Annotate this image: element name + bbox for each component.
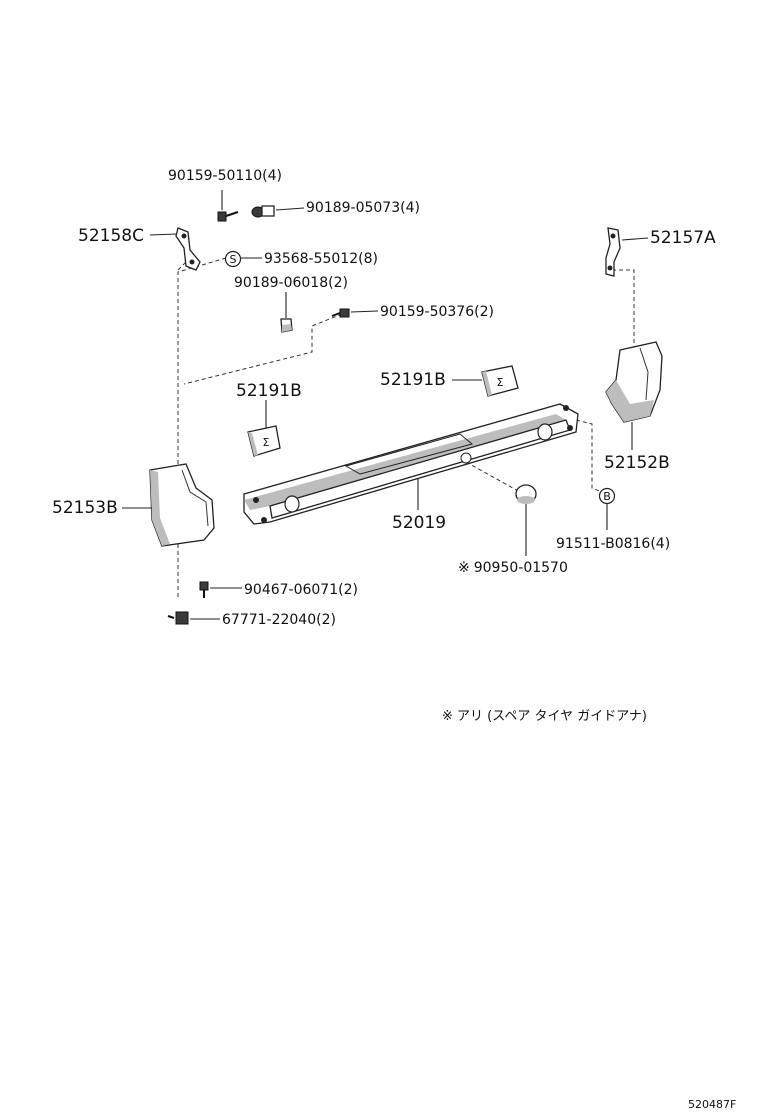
part-number-90159-50376: 90159-50376	[380, 304, 474, 320]
bracket-52158c	[175, 227, 201, 271]
part-number-52158c: 52158C	[78, 226, 144, 246]
pad-52191b-left: Σ	[247, 425, 281, 457]
grommet-icon	[515, 484, 537, 504]
drawing-id: 520487F	[688, 1098, 736, 1111]
part-number-93568-55012: 93568-55012	[264, 251, 358, 267]
part-number-52153b: 52153B	[52, 498, 118, 518]
svg-text:93568-55012(8): 93568-55012(8)	[264, 251, 378, 267]
bolt-icon	[217, 190, 239, 222]
marker-b: B	[603, 490, 611, 503]
part-number-52191b-left: 52191B	[236, 381, 302, 401]
part-number-90189-05073: 90189-05073	[306, 200, 400, 216]
pad-mark-left: Σ	[263, 436, 270, 449]
part-number-52191b-right: 52191B	[380, 370, 446, 390]
part-number-91511-b0816: 91511-B0816	[556, 536, 650, 552]
clip-67771-icon	[167, 611, 189, 625]
svg-text:90159-50376(2): 90159-50376(2)	[380, 304, 494, 320]
marker-s: S	[230, 253, 237, 266]
screw-90467-icon	[199, 581, 209, 598]
side-cover-52153b	[149, 463, 215, 547]
pad-mark-right: Σ	[497, 376, 504, 389]
part-qty-90467-06071: (2)	[338, 582, 358, 598]
part-number-90467-06071: 90467-06071	[244, 582, 338, 598]
side-cover-52152b	[605, 341, 663, 423]
part-number-90189-06018: 90189-06018	[234, 275, 328, 291]
part-number-52152b: 52152B	[604, 453, 670, 473]
part-number-52019: 52019	[392, 513, 446, 533]
part-labels: 90159-50110(4) 90189-05073(4) 52158C 935…	[52, 168, 716, 628]
svg-text:※90950-01570: ※90950-01570	[458, 560, 568, 576]
bracket-52157a	[605, 227, 621, 277]
part-qty-93568-55012: (8)	[358, 251, 378, 267]
bumper-reinforcement-52019	[243, 403, 579, 525]
part-qty-90159-50110: (4)	[262, 168, 282, 184]
part-qty-90159-50376: (2)	[474, 304, 494, 320]
svg-text:90189-06018(2): 90189-06018(2)	[234, 275, 348, 291]
footnote: ※ アリ (スペア タイヤ ガイドアナ)	[442, 709, 647, 724]
part-number-52157a: 52157A	[650, 228, 716, 248]
pad-52191b-right: Σ	[481, 365, 519, 397]
svg-text:90159-50110(4): 90159-50110(4)	[168, 168, 282, 184]
svg-text:67771-22040(2): 67771-22040(2)	[222, 612, 336, 628]
svg-text:91511-B0816(4): 91511-B0816(4)	[556, 536, 670, 552]
screw-icon	[331, 308, 350, 318]
part-qty-90189-05073: (4)	[400, 200, 420, 216]
svg-text:90467-06071(2): 90467-06071(2)	[244, 582, 358, 598]
part-qty-91511-b0816: (4)	[650, 536, 670, 552]
part-prefix-90950-01570: ※	[458, 560, 470, 576]
leader-lines	[122, 207, 649, 620]
fastener-b-marker: B	[598, 487, 616, 505]
nut-icon	[280, 318, 293, 333]
part-qty-90189-06018: (2)	[328, 275, 348, 291]
part-number-90950-01570: 90950-01570	[474, 560, 568, 576]
washer-s-marker: S	[224, 250, 242, 268]
part-number-67771-22040: 67771-22040	[222, 612, 316, 628]
clip-icon	[251, 205, 275, 218]
part-qty-67771-22040: (2)	[316, 612, 336, 628]
part-number-90159-50110: 90159-50110	[168, 168, 262, 184]
svg-text:90189-05073(4): 90189-05073(4)	[306, 200, 420, 216]
